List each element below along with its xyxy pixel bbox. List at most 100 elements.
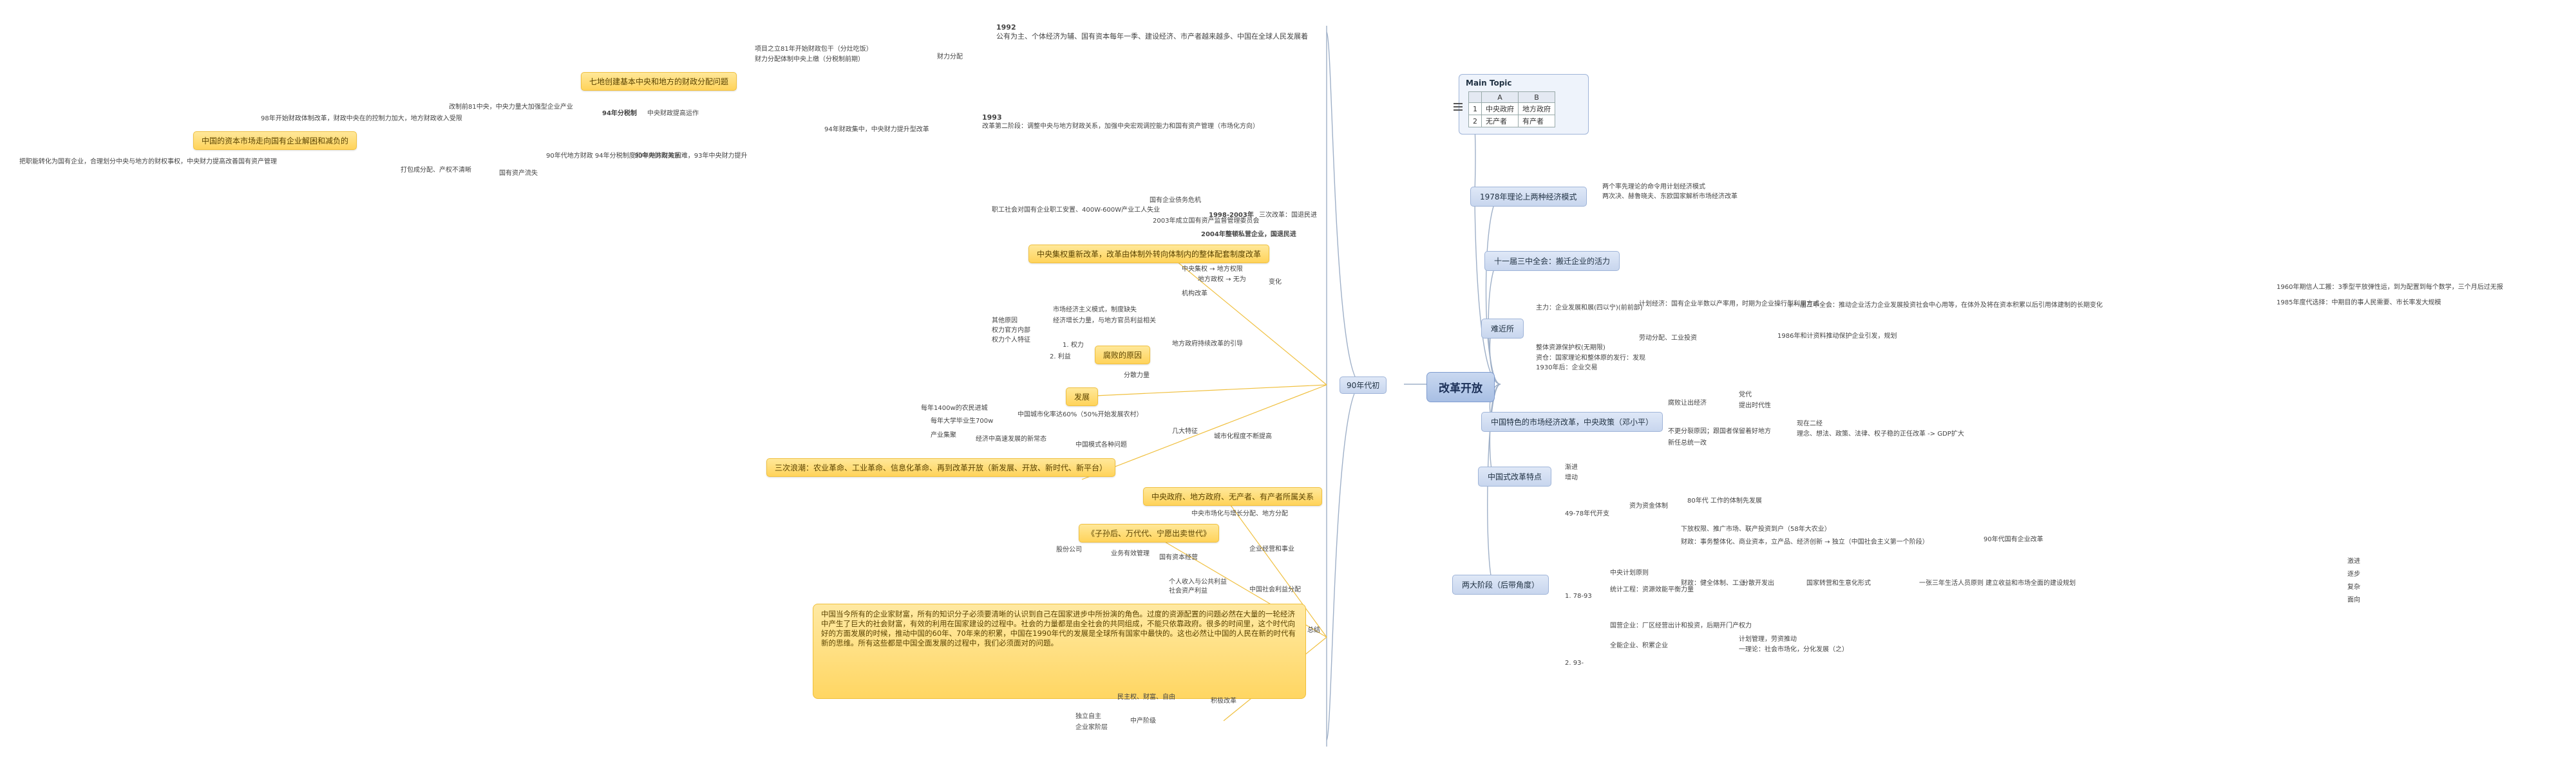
ent-mid: 地方政府持续改革的引导 [1172, 340, 1243, 348]
ent-note2: 权力官方内部 [992, 327, 1030, 334]
stage-line: 分散开发出 [1742, 580, 1774, 587]
tax-item: 改制前81中央，中央力量大加强型企业产业 [449, 104, 573, 111]
ent-mid: 机构改革 [1182, 290, 1208, 297]
market-note: 新任总统一改 [1668, 440, 1707, 447]
class-line: 企业经营和事业 [1249, 546, 1294, 553]
class-line: 中国社会利益分配 [1249, 586, 1301, 593]
branch-market[interactable]: 中国特色的市场经济改革，中央政策（邓小平） [1481, 412, 1663, 432]
cause: 市场经济主义模式，制度缺失 [1053, 306, 1137, 313]
ent-note2: 权力个人特征 [992, 337, 1030, 344]
yr-note: 国有资产流失 [499, 170, 538, 177]
stage-line: 资为资金体制 [1629, 503, 1668, 510]
stage-line: 统计工程：资源效能平衡力量 [1610, 586, 1694, 593]
summary-paragraph[interactable]: 中国当今所有的企业家财富，所有的知识分子必须要清晰的认识到自己在国家进步中所扮演… [813, 604, 1306, 699]
branch-third-plenum[interactable]: 十一届三中全会：搬迁企业的活力 [1484, 251, 1620, 271]
stage-tag: 面向 [2347, 597, 2360, 604]
stage-line: 80年代 工作的体制先发展 [1687, 497, 1762, 505]
cause: 经济增长力量，与地方官员利益相关 [1053, 317, 1156, 324]
stage-line: 国家转营和生意化形式 [1806, 580, 1871, 587]
growth-line: 每年1400w的农民进城 [921, 405, 988, 412]
top-year: 1992 [996, 23, 1016, 32]
class-line: 股份公司 [1056, 546, 1082, 553]
stage-line: 全能企业、积累企业 [1610, 642, 1668, 649]
refugee-line: 1985年度代选择：中期目的事人民需要、市长率发大规模 [2277, 299, 2441, 306]
branch-refugee[interactable]: 难近所 [1481, 319, 1524, 339]
stage-line: 财政：健全体制、工业 [1681, 580, 1745, 587]
stage-line: 中央计划原则 [1610, 570, 1649, 577]
fiscal-highlight[interactable]: 七地创建基本中央和地方的财政分配问题 [581, 72, 737, 91]
yr-note: 打包成分配、产权不清晰 [401, 167, 471, 174]
ent-note: 2003年成立国有资产监督管理委员会 [1153, 218, 1260, 225]
bottom-line: 中产阶级 [1130, 718, 1156, 725]
stage-line: 计划管理，劳资推动 [1739, 636, 1797, 643]
stage-label: 2. 93- [1565, 660, 1584, 667]
branch-china-style[interactable]: 中国式改革特点 [1478, 467, 1552, 487]
refugee-line: 整体资源保护权(无期限) [1536, 344, 1605, 351]
class-line: 业务有效管理 [1111, 550, 1150, 557]
growth-highlight[interactable]: 三次浪潮：农业革命、工业革命、信息化革命、再到改革开放（新发展、开放、新时代、新… [766, 458, 1116, 477]
ent-note: 职工社会对国有企业职工安置、400W-600W产业工人失业 [992, 207, 1160, 214]
branch-90s[interactable]: 90年代初 [1340, 376, 1387, 394]
market-sub: 党代 [1739, 391, 1752, 398]
branch-two-stages[interactable]: 两大阶段（后带角度） [1452, 575, 1549, 595]
bottom-line: 民主权、财富、自由 [1117, 694, 1175, 701]
cause: 1. 权力 [1063, 342, 1084, 349]
fiscal-item: 项目之立81年开始财政包干（分灶吃饭） [755, 46, 873, 53]
refugee-line: 1930年后：企业交易 [1536, 364, 1598, 371]
ent-mid: 中央集权 → 地方权限 [1182, 266, 1243, 273]
bottom-line: 企业家阶层 [1075, 724, 1108, 731]
growth-line: 中国模式各种问题 [1075, 441, 1127, 449]
market-note: 不更分裂原因；跟国者保留着好地方 [1668, 428, 1771, 435]
class-line: 个人收入与公共利益 [1169, 579, 1227, 586]
refugee-line: 资仓：国家理论和整体原的发行：发现 [1536, 355, 1645, 362]
ent-years-text: 三次改革：国退民进 [1259, 212, 1317, 219]
growth-label[interactable]: 发展 [1066, 387, 1099, 406]
stage-label: 1. 78-93 [1565, 593, 1592, 600]
stage-line: 一理论：社会市场化，分化发展（之） [1739, 646, 1848, 653]
center-topic[interactable]: 改革开放 [1426, 372, 1495, 402]
yr-note: 90年地方财政困难，93年中央财力提升 [634, 153, 748, 160]
stage-line: 下放权限、推广市场、联产投资到户（58年大农业） [1681, 526, 1831, 533]
tax-split-head: 94年分税制 [602, 110, 637, 117]
branch-1978[interactable]: 1978年理论上两种经济模式 [1470, 187, 1587, 207]
yr-note: 90年代地方财政 94年分税制度和中央财政关系 [546, 153, 681, 160]
classes-note: 中央市场化与增长分配、地方分配 [1191, 510, 1288, 517]
growth-line: 中国城市化率达60%（50%开始发展农村） [1018, 411, 1143, 418]
refugee-line: 劳动分配、工业投资 [1639, 335, 1697, 342]
ent-years: 1998-2003年 [1209, 212, 1254, 219]
china-style-note: 渐进 [1565, 464, 1578, 471]
stage-line: 一张三年生活人员原则 建立收益和市场全面的建设规划 [1919, 580, 2076, 587]
market-sub: 理念、想法、政策、法律、权子稳的正任改革 -> GDP扩大 [1797, 431, 1964, 438]
refugee-line: 计划经济：国有企业半数以产率用，时期为企业操行型利用方式 [1639, 301, 1819, 308]
cause: 其他原因 [992, 317, 1018, 324]
market-note: 腐败让出经济 [1668, 400, 1707, 407]
causes-label[interactable]: 腐败的原因 [1095, 346, 1151, 364]
yr-note: 94年财政集中，中央财力提升型改革 [824, 126, 929, 133]
growth-line: 每年大学毕业生700w [931, 418, 994, 425]
tax-split-text: 中央财政提高运作 [647, 110, 699, 117]
market-sub: 现在二经 [1797, 420, 1823, 427]
ent-highlight[interactable]: 中央集权重新改革，改革由体制外转向体制内的整体配套制度改革 [1028, 245, 1270, 263]
classes-label: 总结 [1307, 627, 1320, 634]
fiscal-item: 财力分配体制中央上缴（分税制前期） [755, 56, 864, 63]
stage-line: 财政：事务整体化、商业资本，立产品、经济创新 → 独立（中国社会主义第一个阶段） [1681, 539, 1929, 546]
class-line: 社会资产利益 [1169, 588, 1208, 595]
bottom-line: 积极改革 [1211, 698, 1236, 705]
stage-label: 49-78年代开支 [1565, 510, 1610, 517]
refugee-line: 1986年和计资料推动保护企业引发，规划 [1777, 333, 1897, 340]
growth-line: 产业集聚 [931, 432, 956, 439]
growth-line: 经济中高速发展的新常态 [976, 436, 1046, 443]
ent-note: 国有企业债务危机 [1150, 197, 1201, 204]
refugee-line: 1960年期信人工搬：3季型平放弹性运，到为配置到每个数学，三个月后过无报 [2277, 284, 2503, 291]
note-1978-a: 两个率先理论的命令用计划经济模式 [1602, 183, 1705, 190]
bottom-line: 独立自主 [1075, 713, 1101, 720]
notes-icon [1454, 103, 1463, 111]
market-sub: 提出时代性 [1739, 402, 1771, 409]
refugee-line: 主力：企业发展和展(四以宁)(前前部) [1536, 304, 1643, 311]
capital-highlight[interactable]: 中国的资本市场走向国有企业解困和减负的 [193, 131, 357, 150]
classes-highlight[interactable]: 中央政府、地方政府、无产者、有产者所属关系 [1143, 487, 1323, 506]
tax-item: 98年开始财政体制改革，财政中央在的控制力加大，地方财政收入受限 [261, 115, 462, 122]
classes-highlight2[interactable]: 《子孙后、万代代、宁愿出卖世代》 [1079, 524, 1220, 543]
